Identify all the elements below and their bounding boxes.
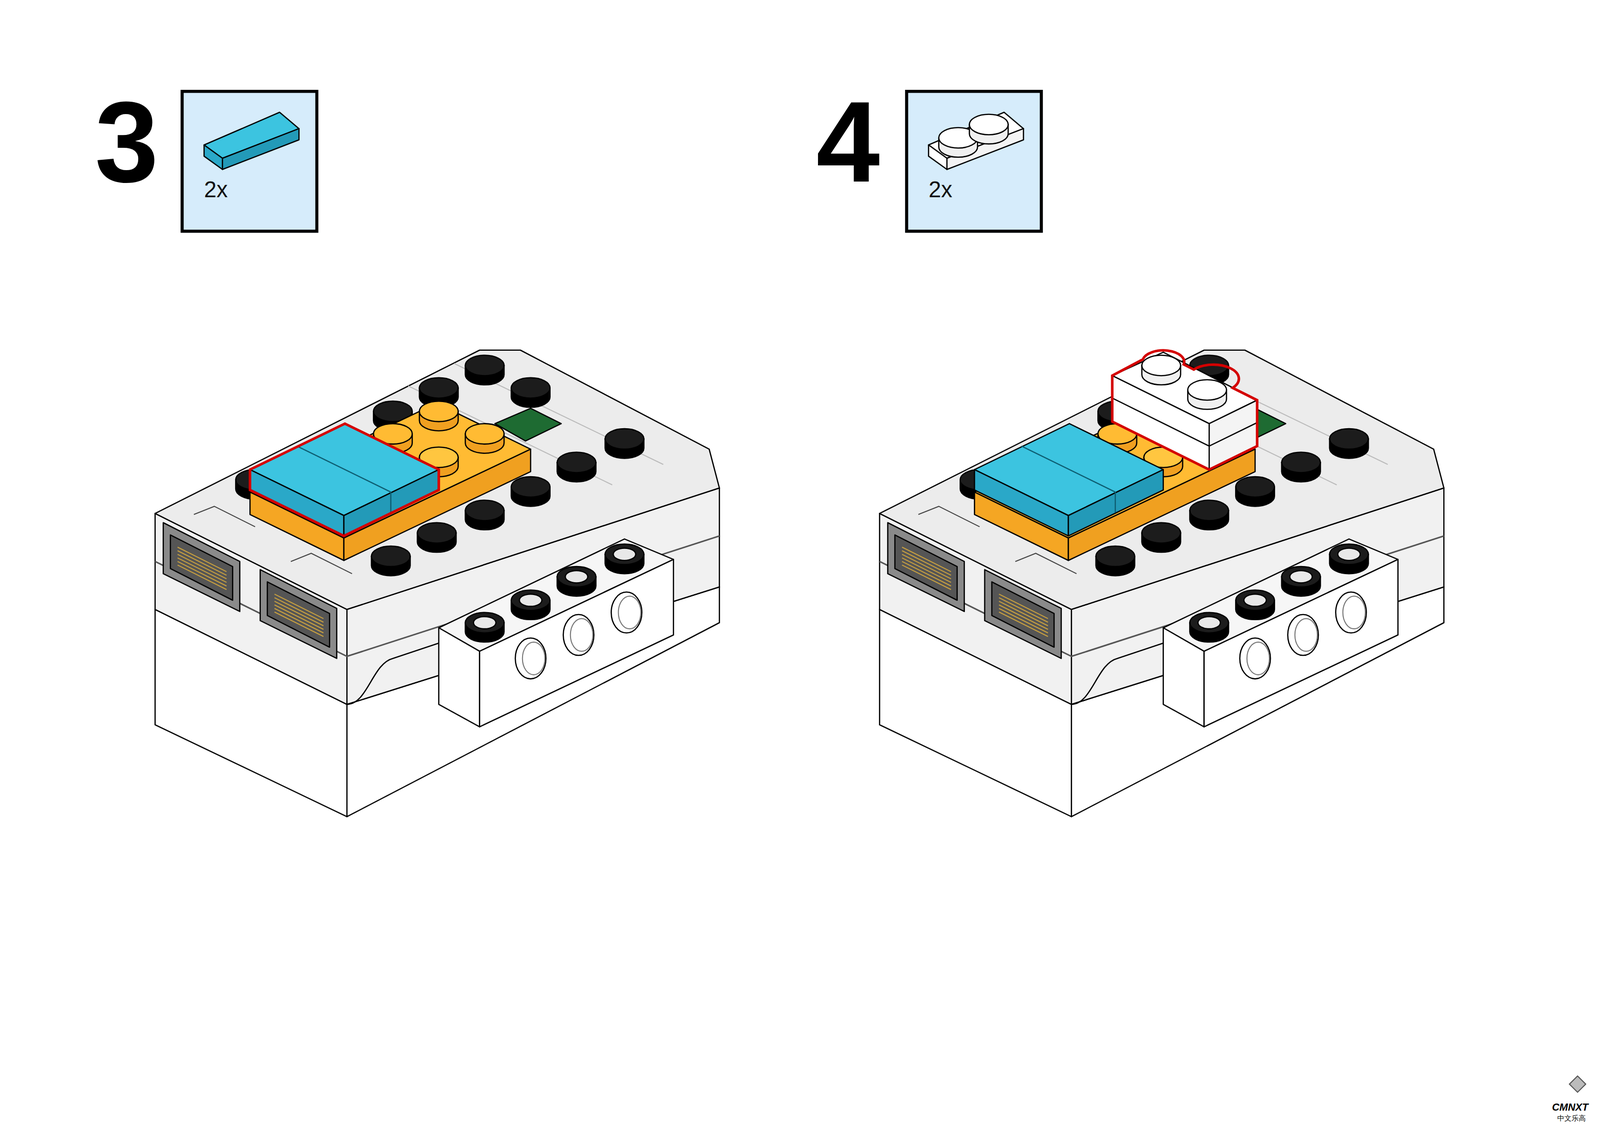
callout-background [180,89,319,233]
brick-face [222,128,299,170]
step-number: 3 [95,85,159,200]
stud [511,590,551,620]
stud [1281,452,1321,482]
brick-face [984,569,1062,659]
stud [417,522,457,553]
stud [465,354,505,385]
brick-face [343,469,439,536]
smart-hub [154,350,720,817]
stud [1190,612,1229,642]
stud [465,423,505,453]
part-callouts [180,89,1043,233]
brick-face [991,581,1055,647]
stud [419,400,459,431]
brick-face [479,559,674,727]
watermark: 中文乐高 [1557,1115,1586,1123]
new-part-outline [249,423,439,536]
part-quantity: 2x [204,178,229,201]
stud [605,543,645,574]
stud [1235,476,1275,506]
stud [1095,545,1135,576]
brick-face [1068,469,1164,536]
part-callout-box: 2x [904,89,1043,233]
stud [465,500,505,530]
part-callout-box: 2x [180,89,319,233]
stud [557,566,597,596]
stud [465,612,505,642]
new-part-outline [1112,350,1258,470]
brick-face [1163,627,1205,727]
brick-face [163,522,240,612]
stud [1235,590,1275,620]
stud [371,545,411,576]
brick-face [249,469,344,536]
brick-face [974,469,1069,536]
stud [605,428,645,458]
stud [1329,543,1369,574]
step-number: 4 [816,85,880,200]
part-quantity: 2x [928,178,953,201]
stud [1190,500,1229,530]
stud [557,452,597,482]
watermark: CMNXT [1552,1102,1589,1113]
stud [1142,522,1181,553]
brick-face [204,144,223,170]
brick-face [887,522,965,612]
smart-hub [879,350,1445,817]
stud [1329,428,1369,458]
stud [1187,379,1227,410]
brick-face [260,569,337,659]
brick-face [1569,1075,1586,1092]
stud [511,377,551,408]
brick-face [170,534,233,600]
stud [1281,566,1321,596]
callout-background [904,89,1043,233]
stud [511,476,551,506]
stud [969,114,1009,144]
brick-face [895,534,958,600]
stud [1142,354,1181,385]
brick-face [438,627,480,727]
brick-face [1204,559,1399,727]
brick-face [267,581,330,647]
